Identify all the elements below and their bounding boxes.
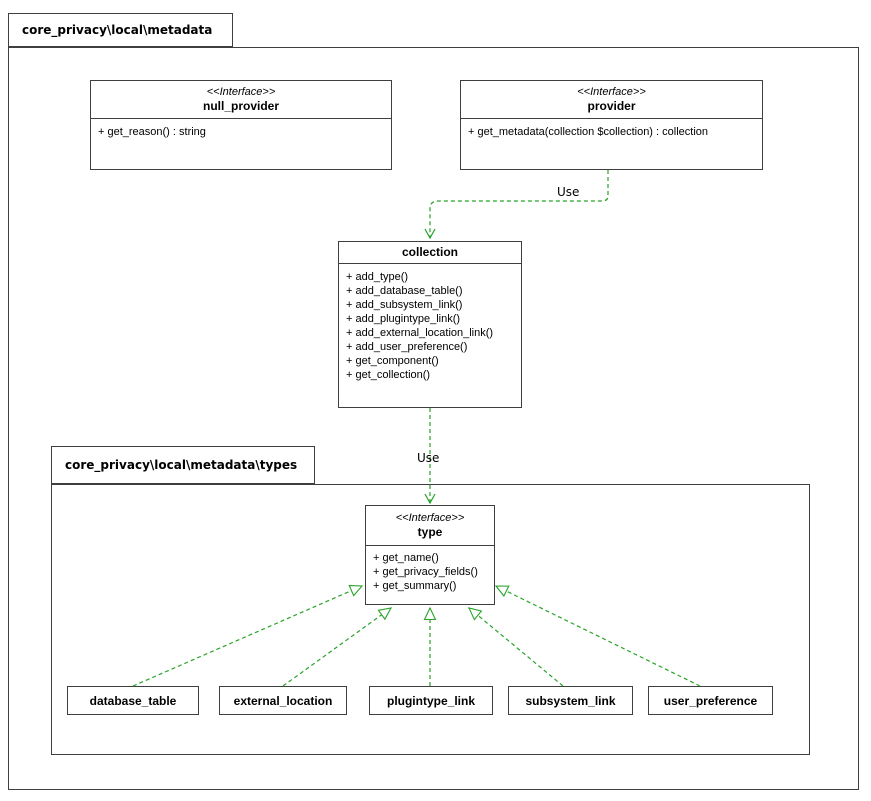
class-title: <<Interface>> null_provider [91,81,391,119]
class-name: provider [587,98,636,113]
stereotype-label: <<Interface>> [395,511,465,524]
class-external-location: external_location [219,686,347,715]
stereotype-label: <<Interface>> [206,85,276,98]
method: + add_type() [346,271,409,283]
class-methods: + get_metadata(collection $collection) :… [461,119,762,139]
class-name: subsystem_link [525,693,616,708]
class-name: plugintype_link [386,693,475,708]
class-name: null_provider [202,98,279,113]
method: + get_summary() [373,580,457,592]
method: + get_metadata(collection $collection) :… [468,126,708,138]
method: + get_reason() : string [98,126,206,138]
method: + get_component() [346,355,439,367]
class-title: <<Interface>> type [366,506,494,546]
class-name: external_location [233,693,333,708]
class-name: user_preference [663,693,758,708]
method: + add_database_table() [346,285,463,297]
method: + add_subsystem_link() [346,299,463,311]
method: + add_external_location_link() [346,327,494,339]
package-label: core_privacy\local\metadata\types [65,458,298,472]
edge-label-use-provider-collection: Use [557,185,580,199]
method: + add_user_preference() [346,341,468,353]
class-provider: <<Interface>> provider + get_metadata(co… [460,80,763,170]
package-label: core_privacy\local\metadata [22,23,213,37]
package-tab-core-privacy-local-metadata: core_privacy\local\metadata [8,13,233,47]
class-name: database_table [89,693,177,708]
class-methods: + get_reason() : string [91,119,391,139]
method: + get_name() [373,552,439,564]
class-plugintype-link: plugintype_link [369,686,493,715]
class-database-table: database_table [67,686,199,715]
method: + get_privacy_fields() [373,566,478,578]
class-name: collection [401,245,458,259]
class-title: <<Interface>> provider [461,81,762,119]
class-name: type [417,524,443,539]
edge-label-use-collection-type: Use [417,451,440,465]
class-collection: collection + add_type() + add_database_t… [338,241,522,408]
class-methods: + get_name() + get_privacy_fields() + ge… [366,546,494,593]
stereotype-label: <<Interface>> [577,85,646,98]
class-user-preference: user_preference [648,686,773,715]
method: + get_collection() [346,369,431,381]
class-null-provider: <<Interface>> null_provider + get_reason… [90,80,392,170]
method: + add_plugintype_link() [346,313,461,325]
class-subsystem-link: subsystem_link [508,686,633,715]
package-tab-core-privacy-local-metadata-types: core_privacy\local\metadata\types [51,446,315,484]
class-title: collection [339,242,521,264]
class-methods: + add_type() + add_database_table() + ad… [339,264,521,382]
class-type: <<Interface>> type + get_name() + get_pr… [365,505,495,605]
